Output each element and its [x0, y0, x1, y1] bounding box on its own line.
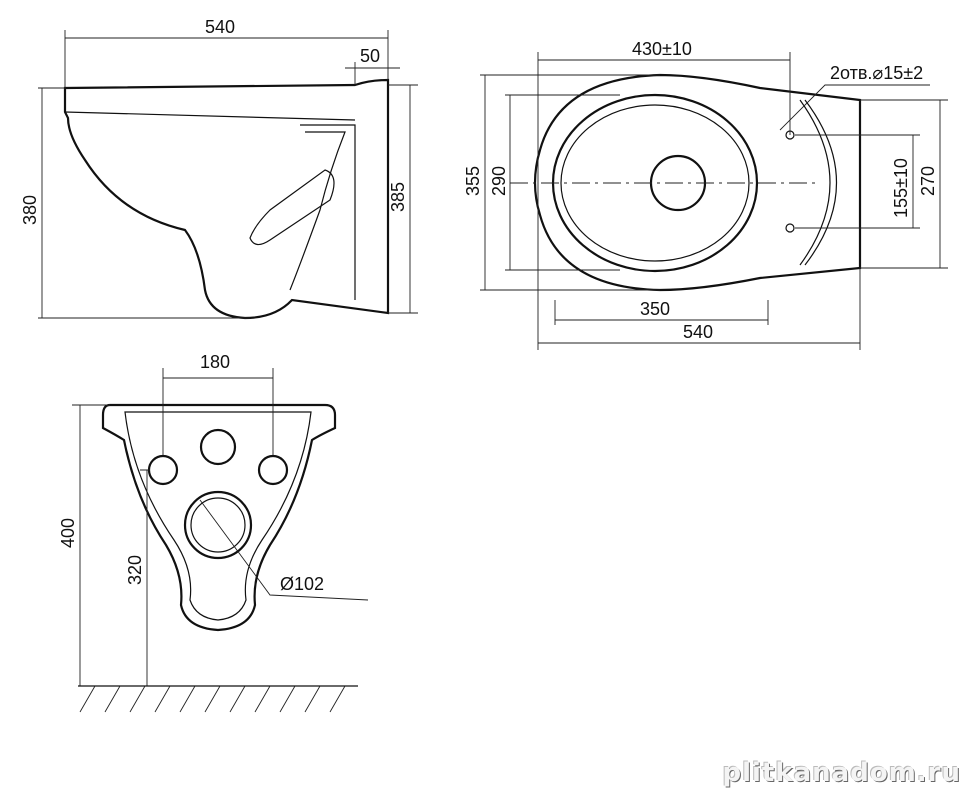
dim-holes-spacing: 155±10 [891, 158, 911, 218]
dim-seat-length: 430±10 [632, 39, 692, 59]
dim-overall-length: 540 [683, 322, 713, 342]
dim-side-height-right: 385 [388, 182, 408, 212]
dim-pipe-spacing: 180 [200, 352, 230, 372]
watermark: plitkanadom.ru [722, 758, 961, 788]
top-view: 430±10 2отв.⌀15±2 355 290 155±10 270 350… [463, 39, 948, 350]
dim-overall-width: 355 [463, 166, 483, 196]
dim-side-rim: 50 [360, 46, 380, 66]
dim-side-width: 540 [205, 17, 235, 37]
holes-note: 2отв.⌀15±2 [830, 63, 923, 83]
front-view: 180 400 320 Ø102 [58, 352, 369, 713]
dim-outlet-height: 320 [125, 555, 145, 585]
dim-side-height-left: 380 [20, 195, 40, 225]
dim-outlet-diameter: Ø102 [280, 574, 324, 594]
side-view: 540 50 380 385 [20, 17, 418, 320]
dim-inner-width: 290 [489, 166, 509, 196]
dim-inner-length: 350 [640, 299, 670, 319]
dim-height-total: 400 [58, 518, 78, 548]
dim-back-width: 270 [918, 166, 938, 196]
